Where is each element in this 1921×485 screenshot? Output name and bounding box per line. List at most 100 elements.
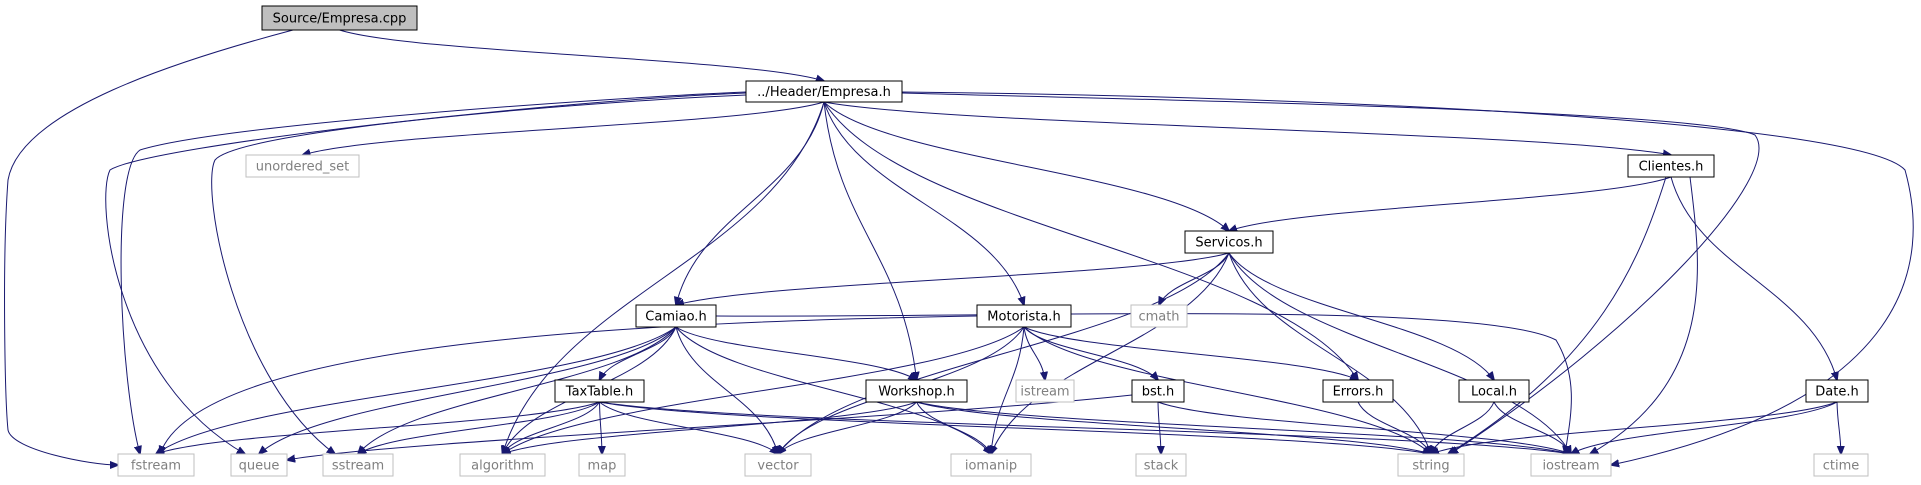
node-bst-h[interactable]: bst.h bbox=[1131, 379, 1185, 403]
edge-servicos_h-to-vector bbox=[778, 252, 1230, 454]
node-fstream: fstream bbox=[117, 453, 195, 477]
node-queue: queue bbox=[230, 453, 288, 477]
node-string: string bbox=[1397, 453, 1465, 477]
node-date-h[interactable]: Date.h bbox=[1805, 379, 1869, 403]
edge-motorista_h-to-bst_h bbox=[1023, 326, 1158, 380]
edge-servicos_h-to-iomanip bbox=[991, 252, 1230, 454]
node-label: unordered_set bbox=[256, 160, 349, 175]
node-box bbox=[1458, 379, 1530, 403]
edge-motorista_h-to-fstream bbox=[160, 315, 978, 454]
edge-empresa_h-to-iostream bbox=[901, 91, 1914, 465]
edge-camiao_h-to-taxtable_h bbox=[600, 326, 677, 380]
edge-taxtable_h-to-map bbox=[600, 401, 603, 454]
edge-date_h-to-iostream bbox=[1571, 401, 1838, 454]
edge-clientes_h-to-string bbox=[1448, 176, 1667, 454]
edge-date_h-to-ctime bbox=[1836, 401, 1841, 454]
node-ctime: ctime bbox=[1813, 453, 1869, 477]
node-label: cmath bbox=[1138, 310, 1179, 325]
node-box bbox=[578, 453, 626, 477]
node-box bbox=[1015, 379, 1075, 403]
node-box bbox=[1397, 453, 1465, 477]
node-unordered-set: unordered_set bbox=[245, 154, 360, 178]
node-box bbox=[322, 453, 394, 477]
edge-bst_h-to-iostream bbox=[1157, 401, 1571, 454]
node-box bbox=[230, 453, 288, 477]
node-istream: istream bbox=[1015, 379, 1075, 403]
node-label: istream bbox=[1020, 385, 1069, 400]
node-iostream: iostream bbox=[1530, 453, 1612, 477]
node-label: Servicos.h bbox=[1195, 236, 1262, 251]
node-label: stack bbox=[1144, 459, 1179, 474]
node-empresa-h[interactable]: ../Header/Empresa.h bbox=[745, 80, 903, 103]
node-workshop-h[interactable]: Workshop.h bbox=[865, 379, 968, 403]
node-taxtable-h[interactable]: TaxTable.h bbox=[554, 379, 645, 403]
edge-camiao_h-to-fstream bbox=[156, 326, 677, 454]
edge-empresa_h-to-queue bbox=[105, 92, 747, 454]
edge-camiao_h-to-workshop_h bbox=[675, 326, 917, 380]
node-box bbox=[1627, 154, 1715, 178]
node-box bbox=[865, 379, 968, 403]
edge-empresa_cpp-to-fstream bbox=[4, 29, 294, 465]
edge-taxtable_h-to-string bbox=[599, 401, 1432, 454]
edge-date_h-to-string bbox=[1431, 401, 1838, 454]
edge-empresa_h-to-workshop_h bbox=[823, 101, 917, 380]
node-stack: stack bbox=[1135, 453, 1187, 477]
node-label: Date.h bbox=[1815, 385, 1858, 400]
edge-bst_h-to-queue bbox=[287, 394, 1133, 460]
node-box bbox=[1131, 379, 1185, 403]
edge-camiao_h-to-queue bbox=[259, 326, 677, 454]
node-servicos-h[interactable]: Servicos.h bbox=[1184, 230, 1274, 254]
edge-motorista_h-to-algorithm bbox=[503, 326, 1025, 454]
edge-empresa_h-to-string bbox=[901, 92, 1760, 454]
node-local-h[interactable]: Local.h bbox=[1458, 379, 1530, 403]
node-label: sstream bbox=[332, 459, 384, 474]
node-box bbox=[459, 453, 546, 477]
node-clientes-h[interactable]: Clientes.h bbox=[1627, 154, 1715, 178]
node-label: Workshop.h bbox=[878, 385, 955, 400]
node-sstream: sstream bbox=[322, 453, 394, 477]
node-label: Motorista.h bbox=[987, 310, 1060, 325]
node-label: algorithm bbox=[471, 459, 534, 474]
node-label: map bbox=[588, 459, 617, 474]
node-label: iostream bbox=[1542, 459, 1599, 474]
edge-local_h-to-iostream bbox=[1493, 401, 1571, 454]
edges-layer bbox=[4, 29, 1914, 465]
edge-servicos_h-to-string bbox=[1228, 252, 1431, 454]
node-box bbox=[1805, 379, 1869, 403]
edge-empresa_h-to-clientes_h bbox=[823, 101, 1671, 155]
edge-taxtable_h-to-fstream bbox=[156, 401, 600, 454]
node-cmath: cmath bbox=[1130, 304, 1188, 328]
node-empresa-cpp[interactable]: Source/Empresa.cpp bbox=[261, 5, 418, 31]
edge-motorista_h-to-iomanip bbox=[991, 326, 1025, 454]
edge-taxtable_h-to-iostream bbox=[599, 401, 1572, 454]
edge-workshop_h-to-vector bbox=[778, 401, 917, 454]
node-errors-h[interactable]: Errors.h bbox=[1322, 379, 1394, 403]
edge-empresa_h-to-unordered_set bbox=[303, 101, 825, 155]
edge-empresa_cpp-to-empresa_h bbox=[339, 29, 825, 81]
edge-taxtable_h-to-sstream bbox=[358, 401, 600, 454]
node-label: string bbox=[1412, 459, 1449, 474]
node-box bbox=[1184, 230, 1274, 254]
edge-empresa_h-to-servicos_h bbox=[823, 101, 1229, 231]
node-label: iomanip bbox=[965, 459, 1017, 474]
node-camiao-h[interactable]: Camiao.h bbox=[635, 304, 717, 328]
edge-empresa_h-to-errors_h bbox=[823, 101, 1358, 380]
edge-clientes_h-to-iostream bbox=[1590, 176, 1698, 454]
node-label: bst.h bbox=[1142, 385, 1175, 400]
edge-servicos_h-to-camiao_h bbox=[676, 252, 1230, 305]
node-box bbox=[1813, 453, 1869, 477]
node-motorista-h[interactable]: Motorista.h bbox=[976, 304, 1072, 328]
edge-empresa_h-to-camiao_h bbox=[676, 101, 825, 305]
node-label: ../Header/Empresa.h bbox=[757, 85, 891, 100]
edge-taxtable_h-to-algorithm bbox=[503, 401, 600, 454]
edge-bst_h-to-stack bbox=[1158, 401, 1161, 454]
edge-servicos_h-to-iostream bbox=[1228, 252, 1571, 454]
edge-empresa_h-to-algorithm bbox=[503, 101, 825, 454]
edge-empresa_h-to-fstream bbox=[120, 91, 747, 454]
edge-servicos_h-to-cmath bbox=[1159, 252, 1230, 305]
edge-camiao_h-to-sstream bbox=[358, 326, 677, 454]
edge-workshop_h-to-string bbox=[916, 401, 1432, 454]
edge-clientes_h-to-servicos_h bbox=[1229, 176, 1672, 231]
node-box bbox=[950, 453, 1032, 477]
